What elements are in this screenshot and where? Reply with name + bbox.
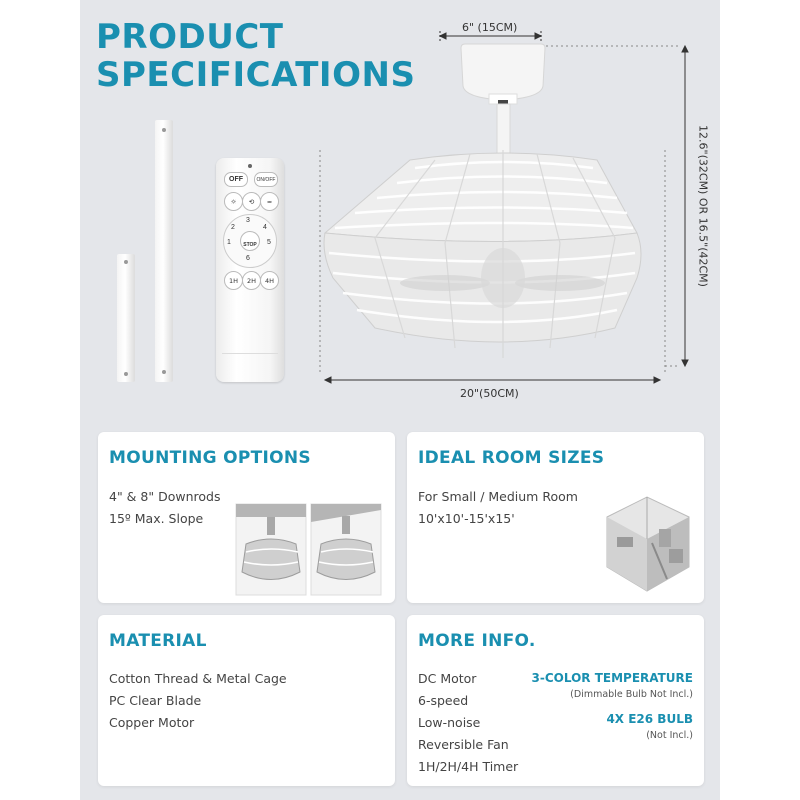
more-title: MORE INFO. [418, 631, 536, 651]
material-title: MATERIAL [109, 631, 207, 651]
speed-dial: 3 2 4 1 5 6 STOP [223, 214, 277, 268]
mounting-title: MOUNTING OPTIONS [109, 448, 311, 468]
mounting-line-2: 15º Max. Slope [109, 511, 204, 526]
height-label: 12.6"(32CM) OR 16.5"(42CM) [696, 125, 710, 287]
material-line-1: Cotton Thread & Metal Cage [109, 671, 287, 686]
material-line-3: Copper Motor [109, 715, 195, 730]
card-mounting-options: MOUNTING OPTIONS 4" & 8" Downrods 15º Ma… [98, 432, 395, 603]
speed-5[interactable]: 5 [267, 239, 271, 246]
ceiling-fan-illustration [323, 43, 642, 358]
speed-1[interactable]: 1 [227, 239, 231, 246]
feature-bulb: 4X E26 BULB [606, 712, 693, 726]
feature-color-temperature-note: (Dimmable Bulb Not Incl.) [570, 689, 693, 700]
remote-power-button[interactable]: ON/OFF [254, 172, 278, 187]
speed-3[interactable]: 3 [246, 217, 250, 224]
remote-control: OFF ON/OFF ☼ ⟲ ≈ 3 2 4 1 5 6 STOP 1H 2H … [216, 158, 284, 382]
room-line-1: For Small / Medium Room [418, 489, 578, 504]
feature-color-temperature: 3-COLOR TEMPERATURE [531, 671, 693, 685]
more-line-1: DC Motor [418, 671, 477, 686]
feature-bulb-note: (Not Incl.) [646, 730, 693, 741]
speed-2[interactable]: 2 [231, 224, 235, 231]
speed-4[interactable]: 4 [263, 224, 267, 231]
timer-1h-button[interactable]: 1H [224, 271, 243, 290]
mounting-line-1: 4" & 8" Downrods [109, 489, 221, 504]
card-ideal-room-sizes: IDEAL ROOM SIZES For Small / Medium Room… [407, 432, 704, 603]
timer-4h-button[interactable]: 4H [260, 271, 279, 290]
remote-off-button[interactable]: OFF [224, 172, 248, 187]
title-line-2: SPECIFICATIONS [96, 55, 416, 95]
spec-sheet: PRODUCT SPECIFICATIONS OFF ON/OFF ☼ ⟲ ≈ … [80, 0, 720, 800]
dimension-lines [319, 31, 689, 384]
card-material: MATERIAL Cotton Thread & Metal Cage PC C… [98, 615, 395, 786]
downrod-short [117, 254, 135, 382]
more-line-2: 6-speed [418, 693, 469, 708]
more-line-4: Reversible Fan [418, 737, 509, 752]
speed-6[interactable]: 6 [246, 255, 250, 262]
more-line-5: 1H/2H/4H Timer [418, 759, 519, 774]
title-line-1: PRODUCT [96, 17, 284, 57]
room-line-2: 10'x10'-15'x15' [418, 511, 515, 526]
top-width-label: 6" (15CM) [462, 21, 518, 34]
bottom-width-label: 20"(50CM) [460, 387, 519, 400]
breeze-icon[interactable]: ≈ [260, 192, 279, 211]
card-more-info: MORE INFO. DC Motor 6-speed Low-noise Re… [407, 615, 704, 786]
room-title: IDEAL ROOM SIZES [418, 448, 605, 468]
more-line-3: Low-noise [418, 715, 481, 730]
room-illustration [606, 496, 690, 592]
mounting-diagram [235, 503, 382, 596]
downrod-long [155, 120, 173, 382]
material-line-2: PC Clear Blade [109, 693, 202, 708]
stop-button[interactable]: STOP [240, 231, 260, 251]
